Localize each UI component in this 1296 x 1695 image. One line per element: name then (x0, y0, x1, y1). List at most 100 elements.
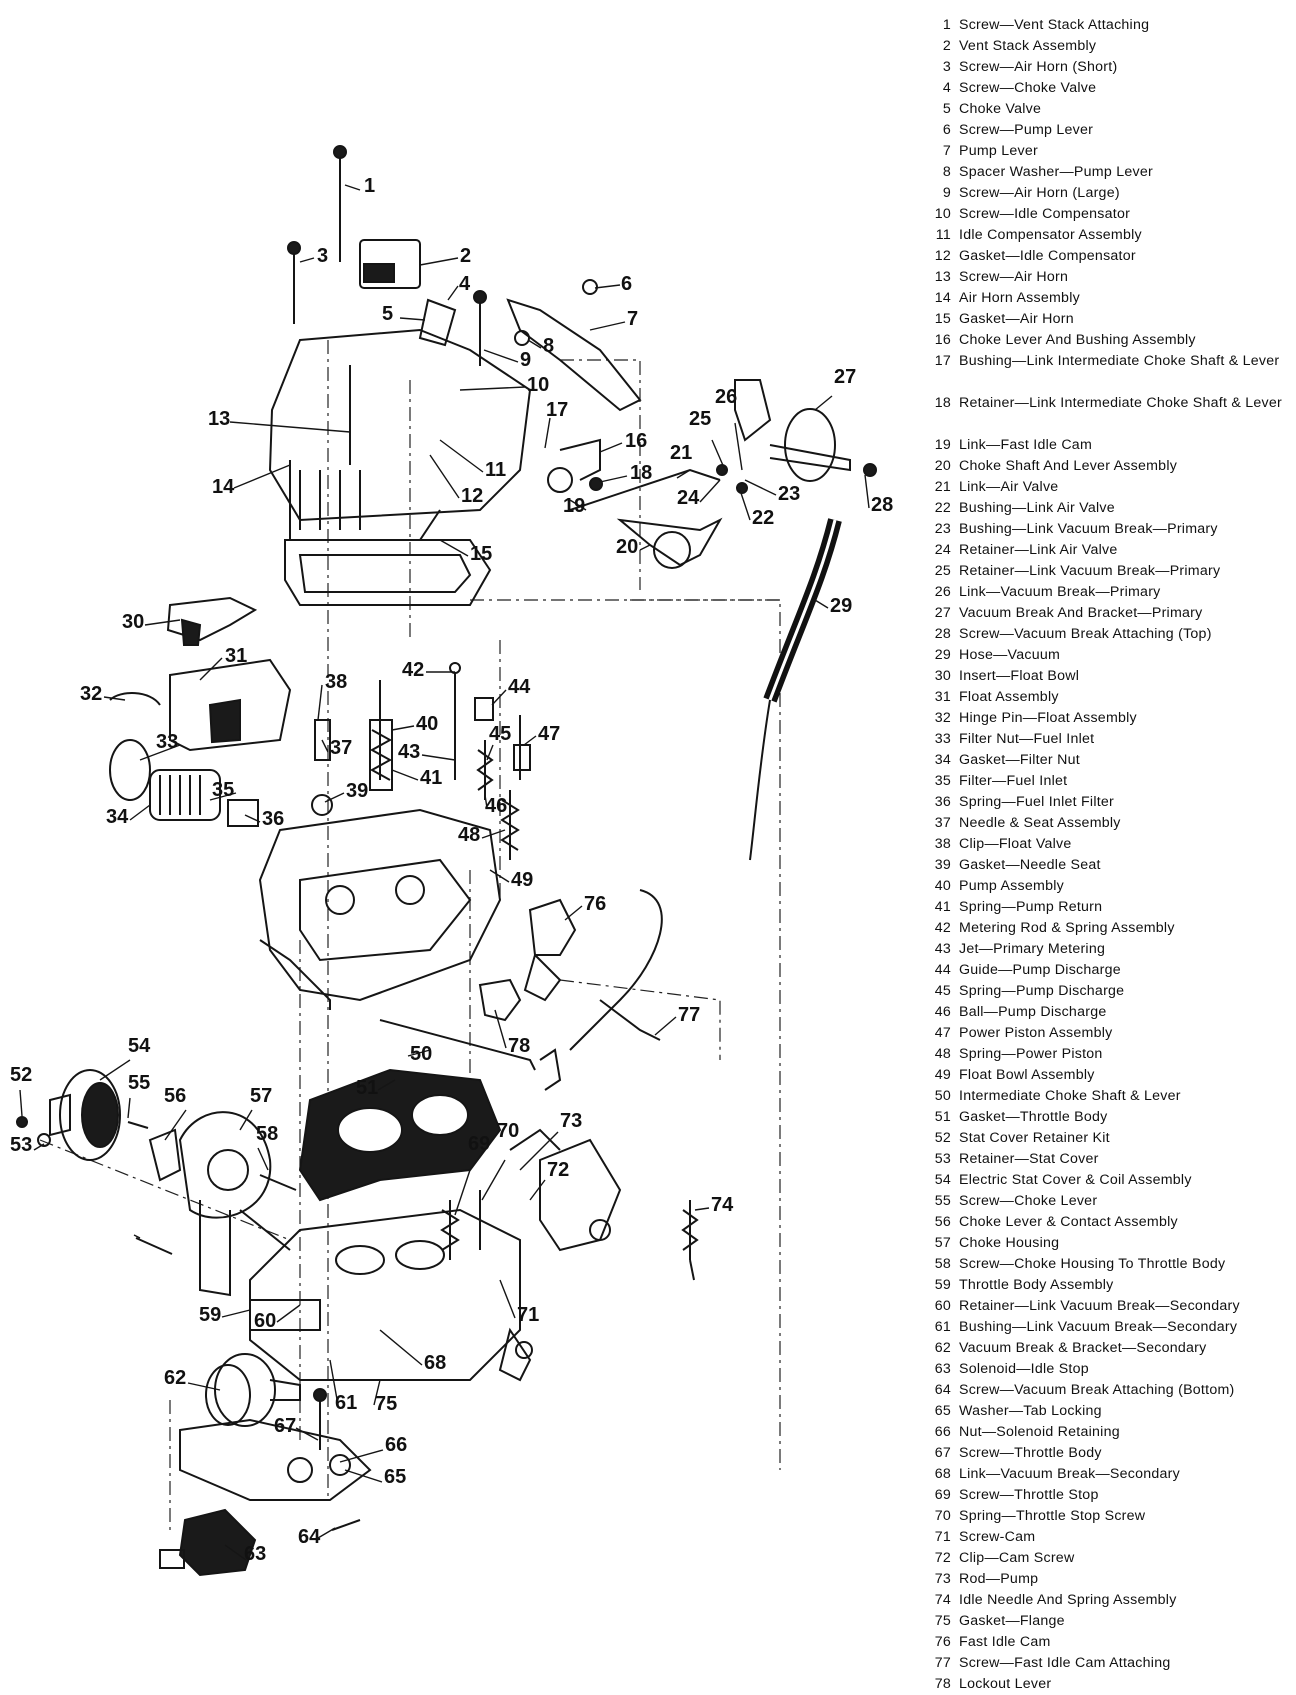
legend-item-number: 36 (934, 794, 951, 810)
legend-item-number: 39 (934, 857, 951, 873)
leader-lines (19, 184, 870, 1561)
legend-item-number: 34 (934, 752, 951, 768)
legend-item-number: 22 (934, 500, 951, 516)
legend-item-number: 31 (934, 689, 951, 705)
legend-item: 75 Gasket—Flange (921, 1611, 1291, 1632)
throttle-body-group (249, 1068, 699, 1382)
legend-item-number: 32 (934, 710, 951, 726)
callout-number: 7 (627, 308, 638, 330)
legend-item-number: 15 (934, 311, 951, 327)
legend-item-label: Clip—Cam Screw (959, 1550, 1075, 1566)
legend-item-label: Screw—Throttle Body (959, 1445, 1102, 1461)
legend-item-label: Choke Shaft And Lever Assembly (959, 458, 1178, 474)
legend-item-label: Screw—Throttle Stop (959, 1487, 1099, 1503)
callout-number: 11 (485, 459, 506, 481)
callout-number: 13 (208, 408, 230, 430)
legend-item-number: 25 (934, 563, 951, 579)
legend-item-label: Air Horn Assembly (959, 290, 1080, 306)
legend-item-label: Throttle Body Assembly (959, 1277, 1114, 1293)
legend-item-label: Bushing—Link Intermediate Choke Shaft & … (959, 353, 1280, 369)
legend-item-number: 30 (934, 668, 951, 684)
legend-item-label: Gasket—Flange (959, 1613, 1065, 1629)
legend-item-label: Retainer—Stat Cover (959, 1151, 1099, 1167)
legend-item-label: Ball—Pump Discharge (959, 1004, 1107, 1020)
callout-number: 48 (458, 824, 480, 846)
legend-item-label: Vent Stack Assembly (959, 38, 1097, 54)
callout-number: 64 (298, 1526, 321, 1548)
legend-item-label: Bushing—Link Vacuum Break—Secondary (959, 1319, 1238, 1335)
legend-item-label: Guide—Pump Discharge (959, 962, 1121, 978)
callout-number: 24 (677, 487, 700, 509)
legend-item-number: 75 (934, 1613, 951, 1629)
callout-number: 9 (520, 349, 531, 371)
callout-number: 19 (563, 495, 585, 517)
legend-item: 17 Bushing—Link Intermediate Choke Shaft … (921, 351, 1291, 393)
legend-item-label: Screw—Air Horn (959, 269, 1069, 285)
callout-number: 45 (489, 723, 511, 745)
legend-item-number: 41 (934, 899, 951, 915)
legend-item-label: Solenoid—Idle Stop (959, 1361, 1089, 1377)
callout-number: 23 (778, 483, 800, 505)
legend-item-label: Screw—Vent Stack Attaching (959, 17, 1150, 33)
callout-number: 41 (420, 767, 442, 789)
callout-number: 76 (584, 893, 606, 915)
callout-number: 68 (424, 1352, 446, 1374)
callout-number: 16 (625, 430, 647, 452)
legend-item-label: Retainer—Link Vacuum Break—Secondary (959, 1298, 1240, 1314)
legend-item-number: 23 (934, 521, 951, 537)
legend-item-label: Link—Fast Idle Cam (959, 437, 1093, 453)
legend-item-label: Gasket—Needle Seat (959, 857, 1101, 873)
legend-item-number: 66 (934, 1424, 951, 1440)
legend-item-number: 33 (934, 731, 951, 747)
legend-item-label: Spring—Pump Discharge (959, 983, 1125, 999)
legend-item-number: 24 (934, 542, 951, 558)
legend-item-label: Link—Air Valve (959, 479, 1059, 495)
callout-number: 60 (254, 1310, 276, 1332)
legend-item-label: Stat Cover Retainer Kit (959, 1130, 1110, 1146)
legend-item-number: 62 (934, 1340, 951, 1356)
legend-item-label: Idle Needle And Spring Assembly (959, 1592, 1177, 1608)
legend-item-number: 17 (934, 353, 951, 369)
legend-item-number: 54 (934, 1172, 951, 1188)
legend-item-number: 11 (935, 227, 951, 243)
callout-number: 3 (317, 245, 328, 267)
legend-item-label: Nut—Solenoid Retaining (959, 1424, 1120, 1440)
legend-item-number: 51 (934, 1109, 951, 1125)
legend-item-label: Lockout Lever (959, 1676, 1052, 1692)
legend-item-label: Spring—Throttle Stop Screw (959, 1508, 1146, 1524)
legend-item-label: Screw—Choke Valve (959, 80, 1097, 96)
legend-item-number: 78 (934, 1676, 951, 1692)
legend-item-number: 14 (934, 290, 951, 306)
callout-number: 62 (164, 1367, 186, 1389)
callout-number: 56 (164, 1085, 186, 1107)
legend-item-number: 50 (934, 1088, 951, 1104)
legend-item-number: 57 (934, 1235, 951, 1251)
legend-item-label: Washer—Tab Locking (959, 1403, 1102, 1419)
legend-item-label: Choke Housing (959, 1235, 1060, 1251)
legend-item-number: 70 (934, 1508, 951, 1524)
callout-number: 31 (225, 645, 247, 667)
float-bowl-group (109, 596, 531, 1010)
legend-item-label: Screw—Fast Idle Cam Attaching (959, 1655, 1171, 1671)
legend-item-label: Vacuum Break And Bracket—Primary (959, 605, 1203, 621)
callout-number: 36 (262, 808, 284, 830)
legend-item: 70 Spring—Throttle Stop Screw (921, 1506, 1291, 1527)
